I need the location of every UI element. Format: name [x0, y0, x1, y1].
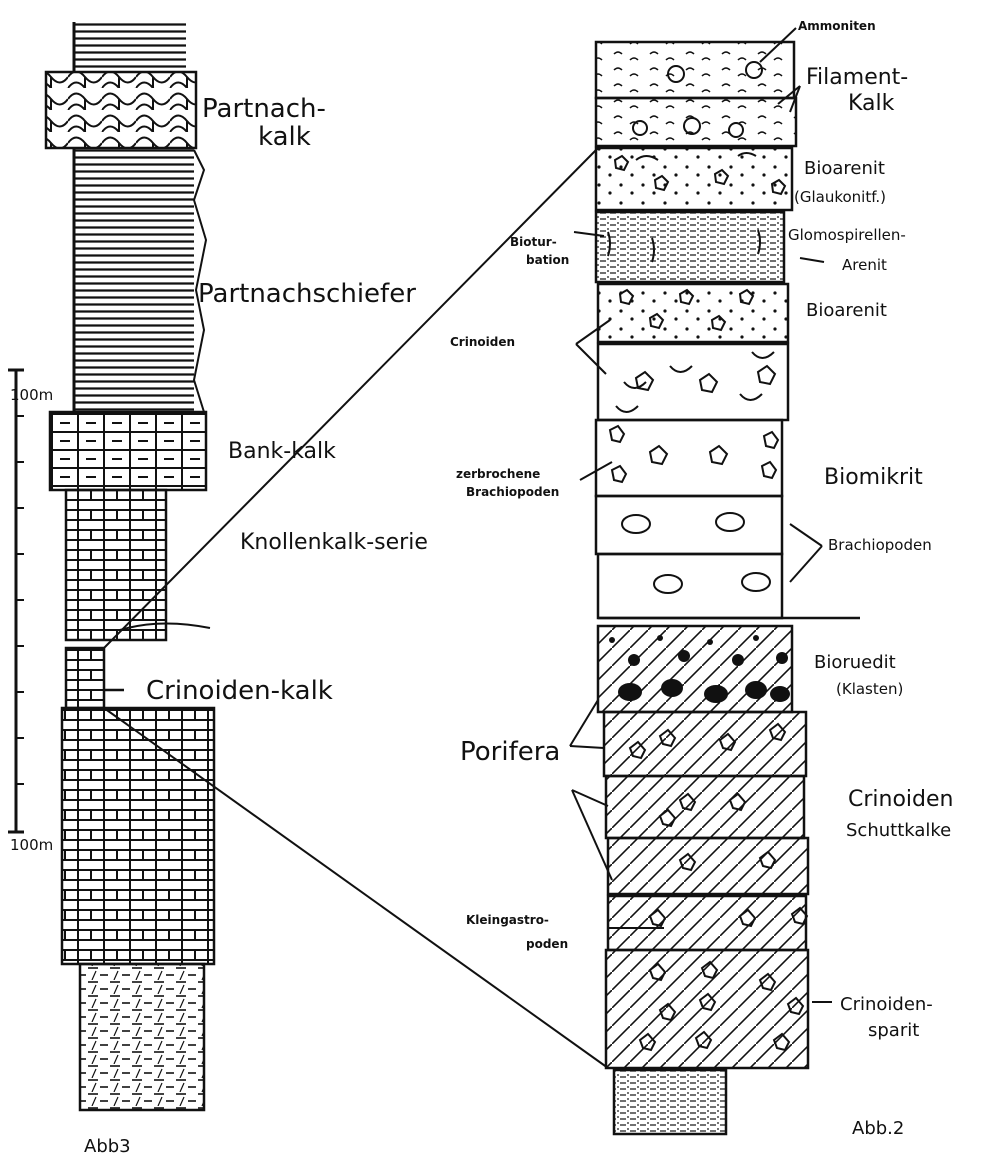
- bed-bioarenit-upper: [596, 148, 792, 210]
- label-partnachkalk-2: kalk: [258, 122, 311, 152]
- label-bioarenit-upper: Bioarenit: [804, 158, 885, 179]
- label-glomospirellen-1: Glomospirellen-: [788, 226, 906, 244]
- label-crinoiden-schuttkalke-2: Schuttkalke: [846, 820, 951, 841]
- label-zerbrochene-2: Brachiopoden: [466, 485, 559, 499]
- label-partnachkalk-1: Partnach-: [202, 94, 326, 124]
- label-glaukonitf: (Glaukonitf.): [794, 188, 886, 206]
- label-crinoidenkalk: Crinoiden-kalk: [146, 676, 333, 706]
- unit-top-shale: [74, 22, 186, 72]
- label-crinoiden: Crinoiden: [450, 335, 515, 349]
- label-partnachschiefer: Partnachschiefer: [198, 279, 416, 309]
- unit-basal-dolomite: [80, 964, 204, 1110]
- figure-label-abb2: Abb.2: [852, 1118, 904, 1139]
- bed-bioarenit-lower: [598, 284, 788, 342]
- unit-partnachschiefer: [74, 148, 194, 412]
- bed-basal: [614, 1070, 726, 1134]
- label-bioruedit: Bioruedit: [814, 652, 896, 673]
- bed-biomikrit: [596, 420, 782, 496]
- label-brachiopoden: Brachiopoden: [828, 536, 932, 554]
- bed-porifera-2: [606, 776, 804, 838]
- label-ammoniten: Ammoniten: [798, 19, 876, 33]
- label-bankkalk: Bank-kalk: [228, 439, 336, 464]
- label-porifera: Porifera: [460, 737, 560, 767]
- unit-partnachkalk: [46, 72, 196, 148]
- bed-glomospirellen-arenit: [596, 212, 784, 282]
- label-bioturbation-2: bation: [526, 253, 569, 267]
- label-bioturbation-1: Biotur-: [510, 235, 557, 249]
- scale-bar: [8, 370, 24, 832]
- scale-label-bottom: 100m: [10, 836, 53, 854]
- label-filamentkalk-1: Filament-: [806, 65, 908, 90]
- bed-filamentkalk-lower: [596, 98, 796, 146]
- label-filamentkalk-2: Kalk: [848, 91, 895, 116]
- bed-kleingastropoden: [608, 896, 806, 950]
- label-biomikrit: Biomikrit: [824, 465, 923, 490]
- label-knollenkalk: Knollenkalk-serie: [240, 530, 428, 555]
- label-zerbrochene-1: zerbrochene: [456, 467, 540, 481]
- label-glomospirellen-2: Arenit: [842, 256, 887, 274]
- label-klasten: (Klasten): [836, 680, 903, 698]
- figure-label-abb3: Abb3: [84, 1136, 131, 1157]
- bed-brachiopoden-lower: [598, 554, 782, 618]
- label-kleingastropoden-2: poden: [526, 937, 568, 951]
- bed-porifera-3: [608, 838, 808, 894]
- unit-bankkalk: [50, 412, 206, 490]
- unit-lower-limestone: [62, 708, 214, 964]
- bed-brachiopoden-upper: [596, 496, 782, 554]
- label-kleingastropoden-1: Kleingastro-: [466, 913, 549, 927]
- right-detail-column: Ammoniten Filament- Kalk Bioarenit (Glau…: [450, 19, 953, 1139]
- label-crinoidensparit-2: sparit: [868, 1020, 919, 1041]
- scale-label: 100m: [10, 386, 53, 404]
- left-stratigraphic-column: 100m 100m Partnach- kalk Partnachschiefe…: [8, 22, 428, 1157]
- label-crinoiden-schuttkalke-1: Crinoiden: [848, 787, 953, 812]
- bed-filamentkalk-upper: [596, 42, 794, 98]
- unit-crinoidenkalk: [66, 648, 104, 708]
- label-crinoidensparit-1: Crinoiden-: [840, 994, 933, 1015]
- label-bioarenit-lower: Bioarenit: [806, 300, 887, 321]
- unit-knollenkalk: [66, 490, 166, 640]
